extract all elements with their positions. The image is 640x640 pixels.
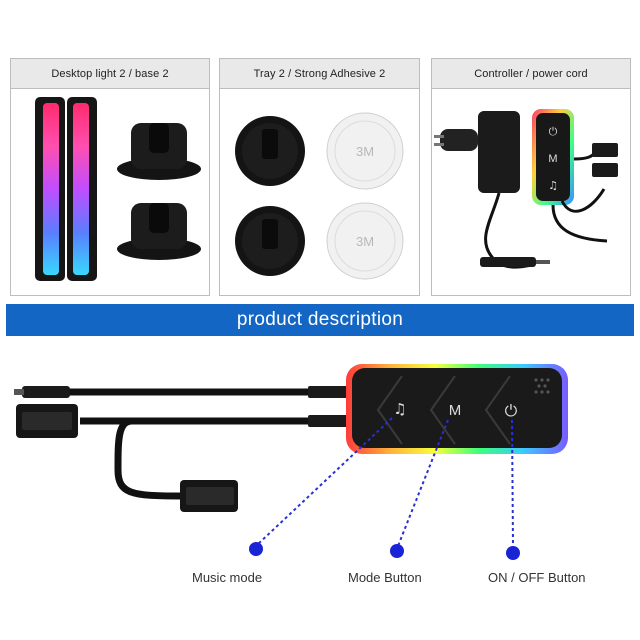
on-off-button-label: ON / OFF Button (488, 570, 586, 585)
power-adapter (434, 111, 520, 193)
base-top (117, 123, 201, 180)
panel-image: ⏻ M ♫ (432, 89, 630, 296)
panel-title: Controller / power cord (432, 59, 630, 89)
svg-text:M: M (548, 153, 557, 165)
adhesive-brand-label: 3M (356, 234, 374, 249)
music-mode-label: Music mode (192, 570, 263, 585)
tray-top (235, 116, 305, 186)
music-mode-button[interactable]: ♫ (376, 375, 407, 445)
panel-tray-adhesive: Tray 2 / Strong Adhesive 2 3M 3M (219, 58, 420, 296)
product-description-banner: product description (6, 304, 634, 336)
callout-onoff (506, 419, 520, 560)
panel-controller-cord: Controller / power cord (431, 58, 631, 296)
mode-button-label: Mode Button (348, 570, 422, 585)
panel-desktop-light: Desktop light 2 / base 2 (10, 58, 210, 296)
music-note-icon: ♫ (393, 400, 406, 418)
power-icon: ⏻ (505, 401, 518, 420)
adhesive-brand-label: 3M (356, 144, 374, 159)
callout-music (249, 417, 393, 556)
controller-unit: ⏻ M ♫ (532, 109, 574, 205)
on-off-button[interactable]: ⏻ (484, 375, 518, 445)
speaker-grille (534, 378, 550, 394)
light-bar-right (67, 97, 97, 281)
tray-bottom (235, 206, 305, 276)
controller-body (346, 364, 568, 454)
svg-text:♫: ♫ (548, 179, 558, 192)
controller-detail-diagram: ♫ M ⏻ (14, 364, 568, 560)
light-bar-left (35, 97, 65, 281)
mode-m-icon: M (449, 402, 462, 419)
base-bottom (117, 203, 201, 260)
panel-title: Desktop light 2 / base 2 (11, 59, 209, 89)
usb-branch-cable (114, 417, 238, 512)
adhesive-top: 3M (326, 112, 404, 190)
dc-power-cable (14, 386, 354, 398)
panel-image: 3M 3M (220, 89, 419, 296)
panel-image (11, 89, 209, 296)
banner-title: product description (236, 309, 404, 330)
callout-mode (390, 419, 449, 558)
mode-button[interactable]: M (429, 375, 462, 445)
adhesive-bottom: 3M (326, 202, 404, 280)
usb-cable (16, 404, 350, 438)
panel-title: Tray 2 / Strong Adhesive 2 (220, 59, 419, 89)
svg-text:⏻: ⏻ (549, 125, 558, 138)
